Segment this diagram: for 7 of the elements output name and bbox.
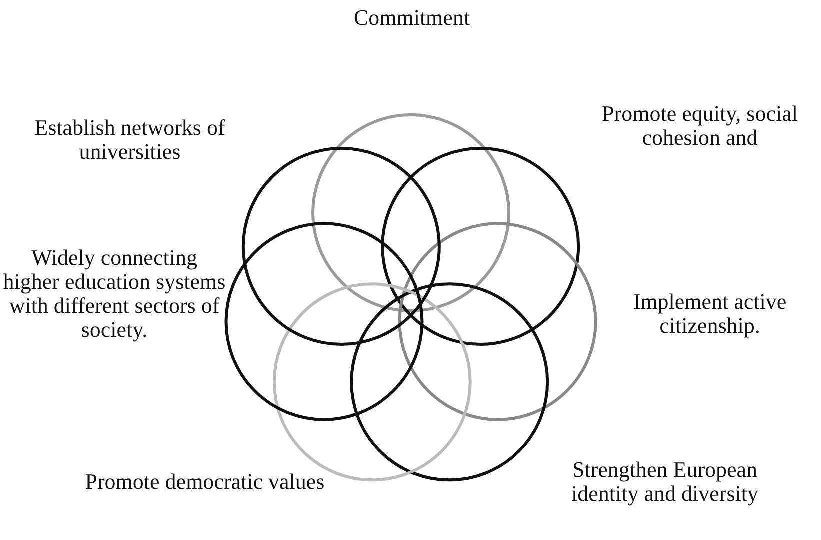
value-label: Implement active citizenship. [632,290,788,338]
value-label: Strengthen European identity and diversity [570,458,760,506]
value-label: Commitment [352,6,472,30]
value-label: Promote democratic values [84,470,326,494]
value-label: Promote equity, social cohesion and [601,102,799,150]
value-label: Widely connecting higher education systems with different sectors of society. [2,246,227,342]
value-label: Establish networks of universities [34,116,226,164]
